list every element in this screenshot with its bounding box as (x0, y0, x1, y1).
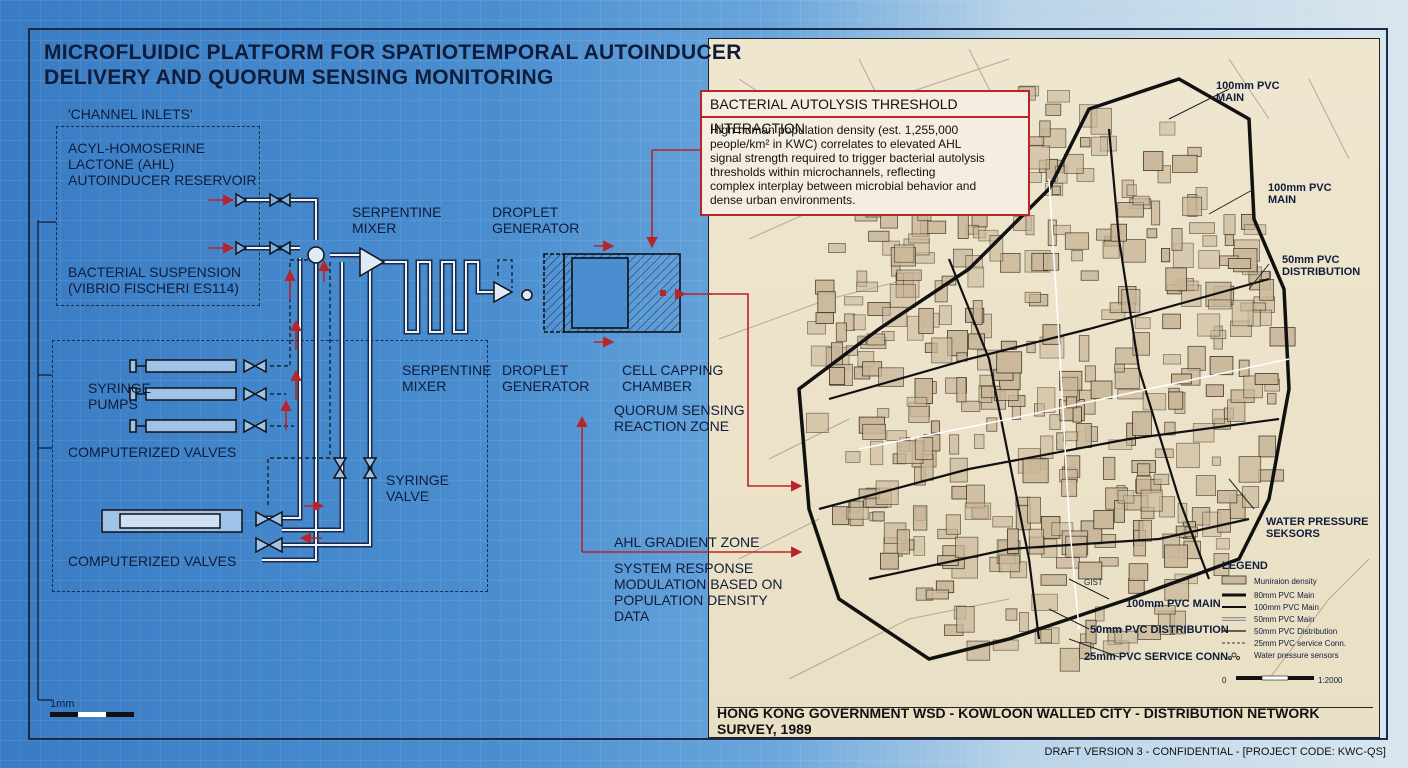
map-title-block: HONG KONG GOVERNMENT WSD - KOWLOON WALLE… (717, 705, 1373, 737)
map-drawing (718, 48, 1370, 680)
legend-item: 50mm PVC Main (1254, 615, 1315, 624)
bacterial-suspension-label: BACTERIAL SUSPENSION(VIBRIO FISCHERI ES1… (68, 264, 241, 296)
autolysis-callout: BACTERIAL AUTOLYSIS THRESHOLD INTERACTIO… (700, 90, 1030, 216)
legend-item: 80mm PVC Main (1254, 591, 1315, 600)
map-label-gist: GIST (1084, 578, 1103, 587)
legend-item: Water pressure sensors (1254, 651, 1339, 660)
inlets-section (56, 126, 260, 306)
computerized-valves-lower: COMPUTERIZED VALVES (68, 553, 237, 569)
legend-item: Muniraion density (1254, 577, 1317, 586)
pumps-section (52, 340, 488, 592)
map-label-main-bottom: 100mm PVC MAIN (1126, 598, 1221, 610)
callout-body: High human population density (est. 1,25… (710, 123, 985, 207)
ahl-gradient-zone-label: AHL GRADIENT ZONE (614, 534, 760, 550)
map-label-service-bottom: 25mm PVC SERVICE CONN. (1084, 651, 1232, 663)
scale-bar-label: 1mm (50, 698, 75, 710)
legend-item: 50mm PVC Distribution (1254, 627, 1338, 636)
legend-scale-end: 1:2000 (1318, 676, 1343, 685)
legend-title: LEGEND (1222, 560, 1268, 572)
legend-item: 25mm PVC service Conn. (1254, 639, 1347, 648)
map-label-dist-bottom: 50mm PVC DISTRIBUTION (1090, 624, 1229, 636)
computerized-valves-upper: COMPUTERIZED VALVES (68, 444, 237, 460)
legend-scale-start: 0 (1222, 676, 1227, 685)
legend-item: 100mm PVC Main (1254, 603, 1319, 612)
draft-footer: DRAFT VERSION 3 - CONFIDENTIAL - [PROJEC… (1044, 746, 1386, 758)
outer-frame (28, 28, 1388, 740)
inlets-heading: 'CHANNEL INLETS' (68, 106, 193, 122)
legend-swatches (1221, 575, 1314, 681)
callout-header: BACTERIAL AUTOLYSIS THRESHOLD INTERACTIO… (702, 92, 1028, 136)
page-title: MICROFLUIDIC PLATFORM FOR SPATIOTEMPORAL… (44, 41, 742, 89)
map-legend: LEGEND Muniraion density 80mm PVC Main 1… (1218, 560, 1368, 696)
